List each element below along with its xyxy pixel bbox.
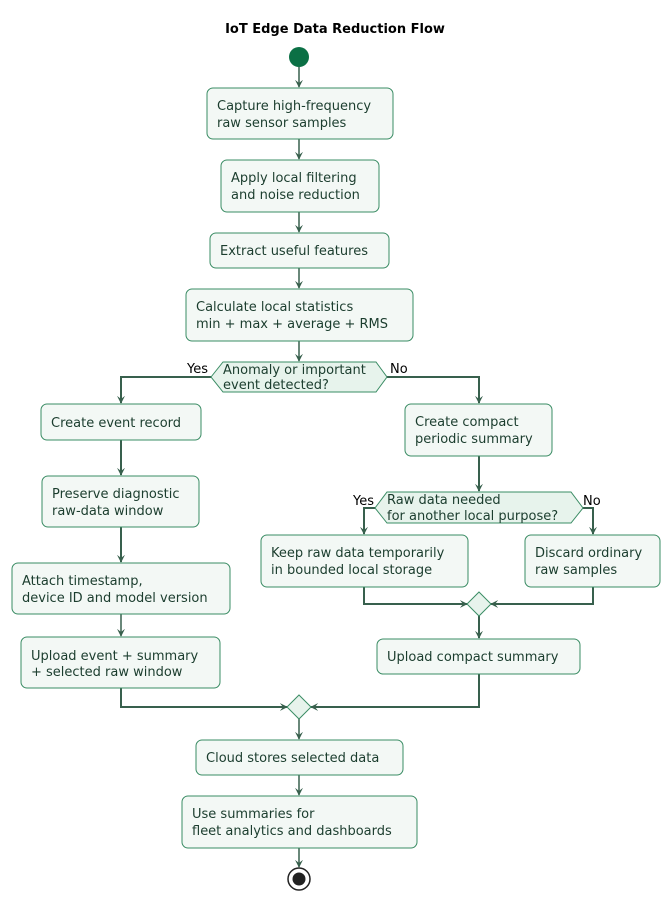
node-summaries-line-2: fleet analytics and dashboards <box>192 824 392 839</box>
edge-upload-compact-merge <box>310 674 480 711</box>
edge-raw-needed-no <box>583 507 597 535</box>
node-compact-line-2: periodic summary <box>415 432 533 447</box>
node-keep-raw-line-1: Keep raw data temporarily <box>271 546 445 561</box>
node-filter-line-2: and noise reduction <box>231 188 360 203</box>
node-cloud: Cloud stores selected data <box>195 739 404 776</box>
raw-needed-yes-label: Yes <box>352 494 374 509</box>
node-capture-line-2: raw sensor samples <box>217 116 347 131</box>
anomaly-yes-label: Yes <box>186 362 208 377</box>
edge-discard-merge <box>490 587 594 608</box>
node-summaries: Use summaries for fleet analytics and da… <box>181 795 418 849</box>
node-event-record-line-1: Create event record <box>51 416 181 431</box>
decision-anomaly-line-2: event detected? <box>223 378 329 393</box>
node-extract: Extract useful features <box>209 232 390 269</box>
raw-needed-no-label: No <box>583 494 601 509</box>
merge-node-center <box>286 694 312 720</box>
node-upload-compact-line-1: Upload compact summary <box>387 650 559 665</box>
node-filter: Apply local filtering and noise reductio… <box>220 159 380 213</box>
node-attach: Attach timestamp, device ID and model ve… <box>11 562 231 615</box>
node-capture: Capture high-frequency raw sensor sample… <box>206 87 394 140</box>
decision-anomaly-line-1: Anomaly or important <box>223 363 366 378</box>
edge-anomaly-yes <box>117 376 211 404</box>
node-upload-event-line-2: + selected raw window <box>31 665 183 680</box>
decision-raw-needed-line-2: for another local purpose? <box>387 509 558 524</box>
node-attach-line-1: Attach timestamp, <box>22 574 143 589</box>
anomaly-no-label: No <box>390 362 408 377</box>
node-stats: Calculate local statistics min + max + a… <box>185 288 414 342</box>
node-capture-line-1: Capture high-frequency <box>217 99 371 114</box>
node-filter-line-1: Apply local filtering <box>231 171 357 186</box>
node-discard: Discard ordinary raw samples <box>524 534 661 588</box>
node-extract-line-1: Extract useful features <box>220 244 368 259</box>
node-upload-event-line-1: Upload event + summary <box>31 649 199 664</box>
node-discard-line-1: Discard ordinary <box>535 546 642 561</box>
node-preserve: Preserve diagnostic raw-data window <box>41 475 200 528</box>
node-attach-line-2: device ID and model version <box>22 591 208 606</box>
node-summaries-line-1: Use summaries for <box>192 807 315 822</box>
node-keep-raw: Keep raw data temporarily in bounded loc… <box>260 534 469 588</box>
node-stats-line-2: min + max + average + RMS <box>196 317 388 332</box>
end-node <box>287 867 311 891</box>
merge-node-right <box>466 591 492 617</box>
node-upload-compact: Upload compact summary <box>376 638 581 675</box>
node-stats-line-1: Calculate local statistics <box>196 300 353 315</box>
edge-keep-raw-merge <box>363 587 468 608</box>
node-discard-line-2: raw samples <box>535 563 617 578</box>
edge-upload-event-merge <box>120 688 288 711</box>
diagram-title: IoT Edge Data Reduction Flow <box>225 22 445 37</box>
decision-raw-needed-line-1: Raw data needed <box>387 493 501 508</box>
node-keep-raw-line-2: in bounded local storage <box>271 563 432 578</box>
edge-anomaly-no <box>387 376 483 404</box>
node-event-record: Create event record <box>40 403 202 441</box>
decision-raw-needed: Raw data needed for another local purpos… <box>374 491 584 524</box>
node-compact-line-1: Create compact <box>415 415 519 430</box>
node-preserve-line-2: raw-data window <box>52 504 164 519</box>
node-upload-event: Upload event + summary + selected raw wi… <box>20 636 221 689</box>
decision-anomaly: Anomaly or important event detected? <box>210 361 388 393</box>
node-preserve-line-1: Preserve diagnostic <box>52 487 180 502</box>
start-node <box>289 47 309 67</box>
node-compact: Create compact periodic summary <box>404 403 553 457</box>
edge-raw-needed-yes <box>360 507 375 535</box>
node-cloud-line-1: Cloud stores selected data <box>206 751 379 766</box>
